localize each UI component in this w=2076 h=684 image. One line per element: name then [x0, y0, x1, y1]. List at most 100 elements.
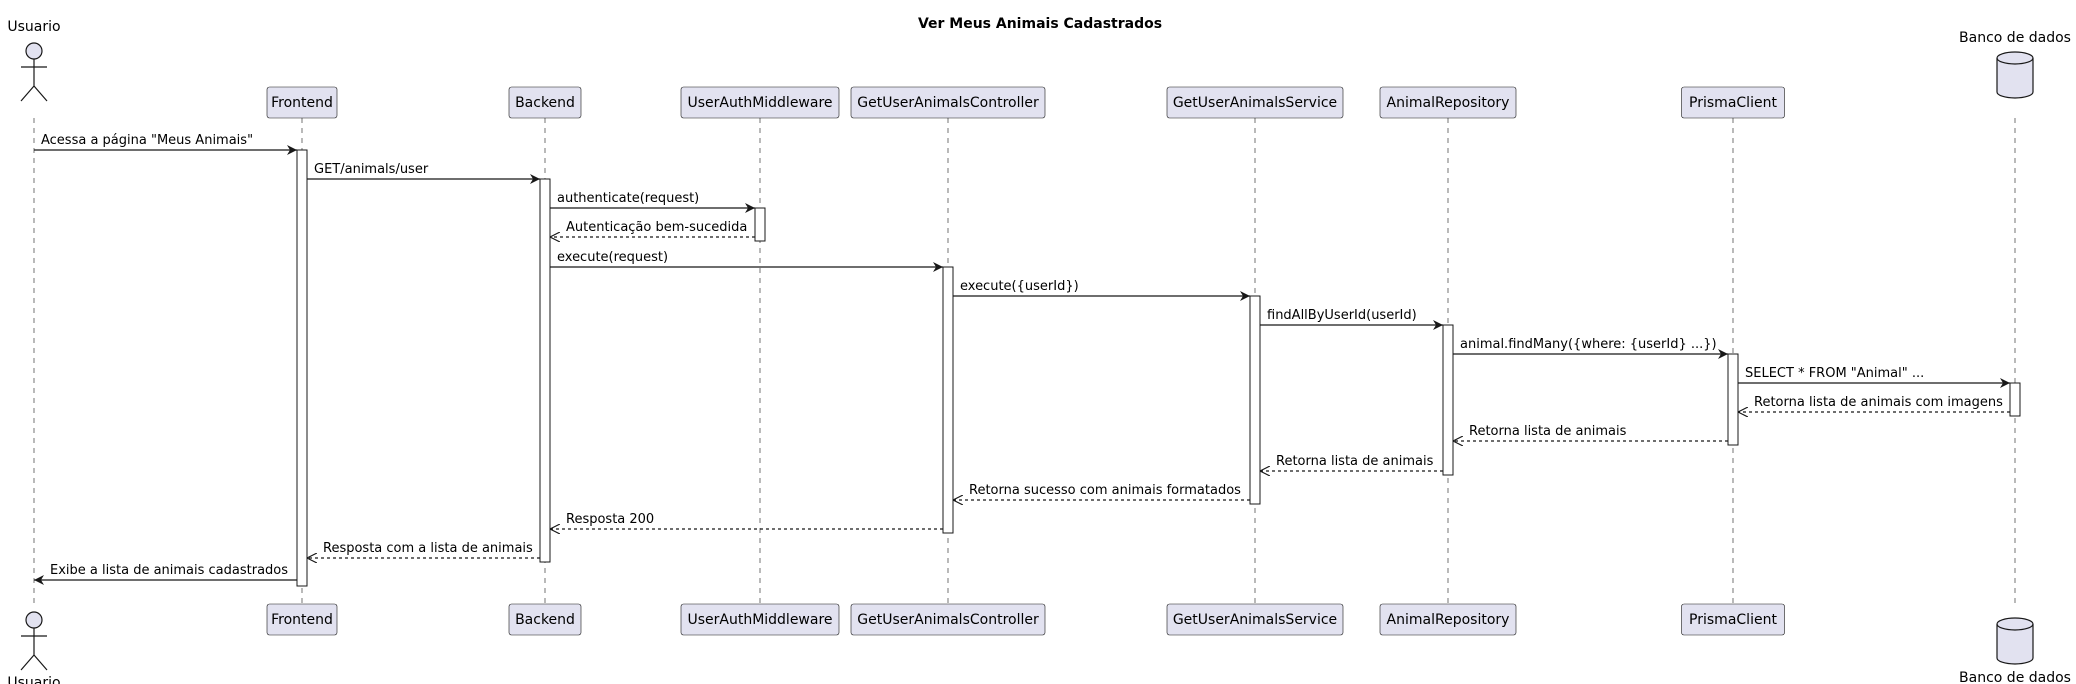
- participant-auth-bottom: UserAuthMiddleware: [680, 603, 840, 636]
- activation-db: [2009, 382, 2021, 417]
- participant-label: GetUserAnimalsController: [857, 95, 1039, 111]
- participant-box: [1379, 603, 1517, 636]
- message-label: Retorna lista de animais: [1276, 454, 1434, 469]
- participant-label: Frontend: [271, 612, 333, 628]
- message-16: Exibe a lista de animais cadastrados: [34, 563, 297, 585]
- activation-auth: [754, 207, 766, 242]
- participant-box: [1166, 603, 1344, 636]
- participant-frontend-top: Frontend: [266, 86, 338, 119]
- participant-auth-top: UserAuthMiddleware: [680, 86, 840, 119]
- database-db-bottom: Banco de dados: [1959, 617, 2071, 684]
- message-7: findAllByUserId(userId): [1260, 308, 1443, 330]
- participant-prisma-bottom: PrismaClient: [1681, 603, 1785, 636]
- activation-backend: [539, 178, 551, 563]
- activation-prisma: [1727, 353, 1739, 446]
- message-3: authenticate(request): [550, 191, 755, 213]
- participant-label: Usuario: [7, 19, 60, 35]
- message-label: Acessa a página "Meus Animais": [41, 133, 253, 148]
- participant-frontend-bottom: Frontend: [266, 603, 338, 636]
- database-icon: [1996, 617, 2034, 665]
- participant-box: [266, 86, 338, 119]
- actor-head-icon: [25, 42, 43, 60]
- activation-repo: [1442, 324, 1454, 476]
- participant-box: [1681, 603, 1785, 636]
- message-label: Resposta com a lista de animais: [323, 541, 533, 556]
- message-6: execute({userId}): [953, 279, 1250, 301]
- actor-head-icon: [25, 611, 43, 629]
- participant-label: PrismaClient: [1689, 612, 1777, 628]
- message-label: findAllByUserId(userId): [1267, 308, 1417, 323]
- participant-box: [850, 603, 1046, 636]
- message-11: Retorna lista de animais: [1453, 424, 1728, 441]
- participant-box: [680, 603, 840, 636]
- actor-body-icon: [20, 628, 48, 671]
- participant-controller-top: GetUserAnimalsController: [850, 86, 1046, 119]
- participant-box: [508, 603, 582, 636]
- participant-repo-top: AnimalRepository: [1379, 86, 1517, 119]
- activation-controller: [942, 266, 954, 534]
- participant-label: UserAuthMiddleware: [687, 95, 832, 111]
- participant-label: AnimalRepository: [1387, 95, 1510, 111]
- participant-label: GetUserAnimalsService: [1173, 95, 1337, 111]
- participant-label: Backend: [515, 95, 575, 111]
- actor-usuario-top: Usuario: [7, 19, 61, 102]
- participant-label: PrismaClient: [1689, 95, 1777, 111]
- message-label: GET/animals/user: [314, 162, 429, 177]
- message-14: Resposta 200: [550, 512, 943, 529]
- actor-usuario-bottom: Usuario: [7, 611, 61, 684]
- database-db-top: Banco de dados: [1959, 30, 2071, 99]
- message-12: Retorna lista de animais: [1260, 454, 1443, 471]
- activation-bars: [296, 149, 2021, 587]
- participant-service-top: GetUserAnimalsService: [1166, 86, 1344, 119]
- message-10: Retorna lista de animais com imagens: [1738, 395, 2010, 412]
- message-5: execute(request): [550, 250, 943, 272]
- participant-box: [850, 86, 1046, 119]
- participant-box: [266, 603, 338, 636]
- participant-box: [1681, 86, 1785, 119]
- participant-box: [680, 86, 840, 119]
- message-label: Retorna lista de animais com imagens: [1754, 395, 2003, 410]
- message-8: animal.findMany({where: {userId} ...}): [1453, 337, 1728, 359]
- participant-label: UserAuthMiddleware: [687, 612, 832, 628]
- activation-frontend: [296, 149, 308, 587]
- message-label: Retorna sucesso com animais formatados: [969, 483, 1241, 498]
- participant-prisma-top: PrismaClient: [1681, 86, 1785, 119]
- participant-box: [508, 86, 582, 119]
- participants-bottom: Usuario Frontend Backend UserAuthMiddleware…: [7, 603, 2071, 684]
- participant-label: GetUserAnimalsController: [857, 612, 1039, 628]
- participant-label: Banco de dados: [1959, 670, 2071, 684]
- message-1: Acessa a página "Meus Animais": [34, 133, 297, 155]
- message-13: Retorna sucesso com animais formatados: [953, 483, 1250, 500]
- lifelines: [33, 118, 2016, 604]
- participant-label: AnimalRepository: [1387, 612, 1510, 628]
- message-label: Autenticação bem-sucedida: [566, 220, 747, 235]
- participant-label: Banco de dados: [1959, 30, 2071, 46]
- message-label: Exibe a lista de animais cadastrados: [50, 563, 288, 578]
- diagram-title: Ver Meus Animais Cadastrados: [918, 16, 1162, 32]
- participant-box: [1166, 86, 1344, 119]
- participant-controller-bottom: GetUserAnimalsController: [850, 603, 1046, 636]
- message-label: execute(request): [557, 250, 668, 265]
- message-label: authenticate(request): [557, 191, 699, 206]
- message-9: SELECT * FROM "Animal" ...: [1738, 366, 2010, 388]
- message-15: Resposta com a lista de animais: [307, 541, 540, 558]
- participant-repo-bottom: AnimalRepository: [1379, 603, 1517, 636]
- participant-label: Frontend: [271, 95, 333, 111]
- participant-backend-bottom: Backend: [508, 603, 582, 636]
- message-2: GET/animals/user: [307, 162, 540, 184]
- participant-label: GetUserAnimalsService: [1173, 612, 1337, 628]
- participant-label: Backend: [515, 612, 575, 628]
- activation-service: [1249, 295, 1261, 505]
- messages: Acessa a página "Meus Animais" GET/animal…: [34, 133, 2010, 585]
- participant-box: [1379, 86, 1517, 119]
- message-label: Retorna lista de animais: [1469, 424, 1627, 439]
- participant-label: Usuario: [7, 675, 60, 684]
- message-label: execute({userId}): [960, 279, 1079, 294]
- message-label: SELECT * FROM "Animal" ...: [1745, 366, 1924, 381]
- message-label: animal.findMany({where: {userId} ...}): [1460, 337, 1717, 352]
- message-4: Autenticação bem-sucedida: [550, 220, 755, 237]
- actor-body-icon: [20, 59, 48, 102]
- database-icon: [1996, 51, 2034, 99]
